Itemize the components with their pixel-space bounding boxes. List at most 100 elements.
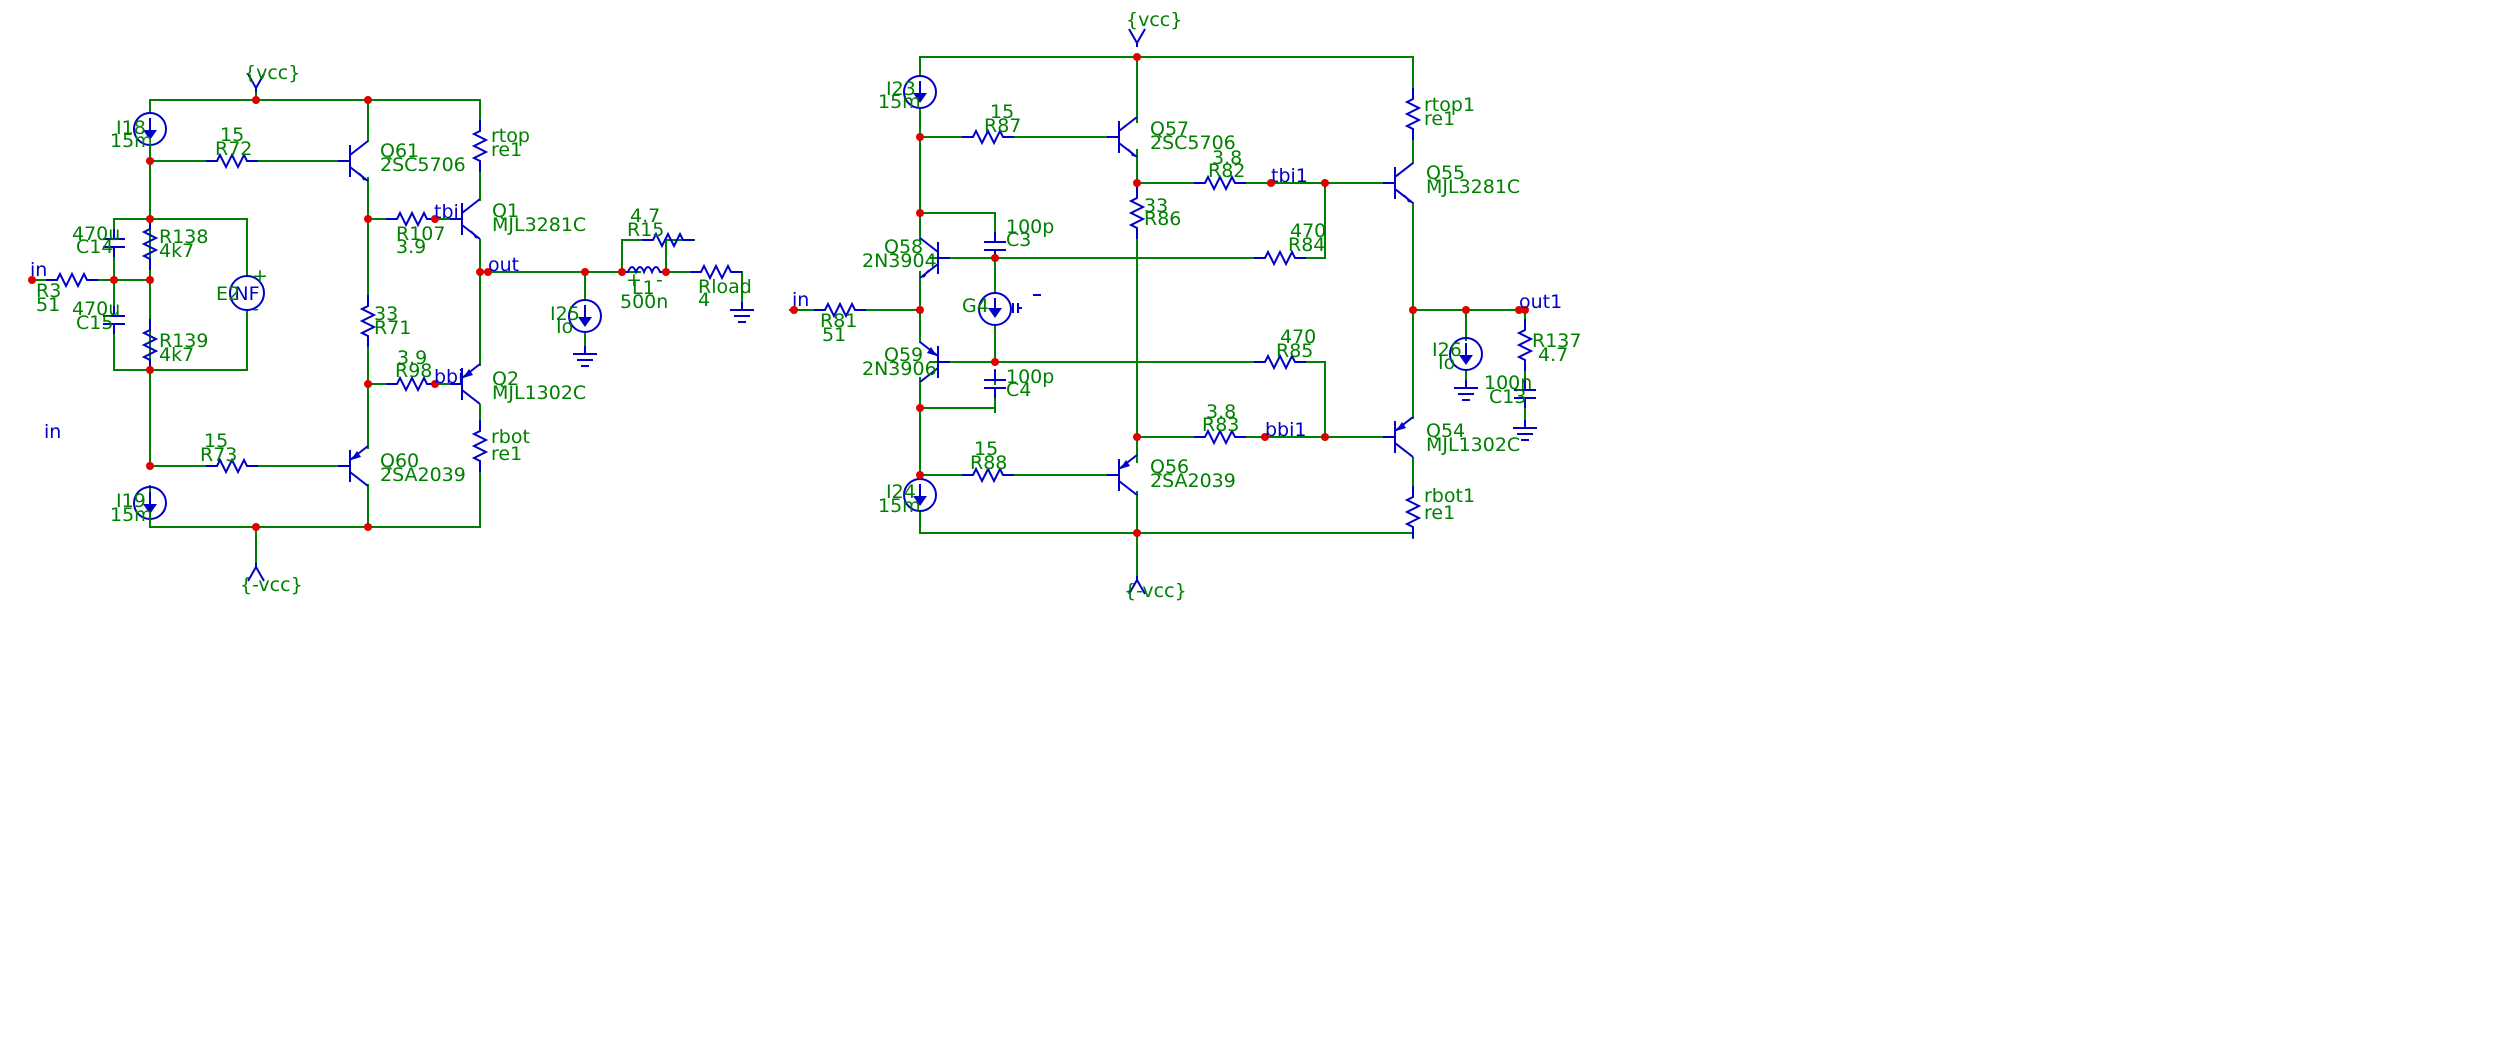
transistor-q54 (1382, 416, 1414, 458)
nf-source-e2: NF + - (229, 265, 268, 320)
label-r98: R98 (395, 360, 432, 382)
left-circuit: NF + - + - (28, 62, 755, 596)
label-q59: Q59 (884, 344, 923, 366)
net-label-bbi: bbi (434, 366, 463, 388)
net-label-tbi: tbi (434, 201, 459, 223)
value-r3: 51 (36, 294, 60, 316)
resistor-r86 (1130, 186, 1144, 240)
model-q61: 2SC5706 (380, 154, 466, 176)
label-q57: Q57 (1150, 118, 1189, 140)
label-l1: L1 (632, 277, 655, 299)
inductor-l1: + - (622, 266, 666, 291)
svg-text:+: + (626, 269, 642, 291)
svg-text:-: - (656, 269, 663, 291)
vee-label-right: {-vcc} (1124, 580, 1187, 602)
label-rtop1: rtop1 (1424, 94, 1475, 116)
label-r71: R71 (374, 317, 411, 339)
net-label-in: in (30, 259, 47, 281)
value-r81: 51 (822, 324, 846, 346)
label-q1: Q1 (492, 200, 519, 222)
model-q55: MJL3281C (1426, 176, 1520, 198)
value-r72: 15 (220, 124, 244, 146)
label-q60: Q60 (380, 450, 419, 472)
label-c15: C15 (76, 312, 113, 334)
value-c13: 100n (1484, 372, 1532, 394)
label-q61: Q61 (380, 140, 419, 162)
net-label-out: out (488, 254, 519, 276)
value-r107: 3.9 (396, 236, 426, 258)
resistor-r137 (1518, 318, 1532, 372)
net-label-in-2: in (44, 421, 61, 443)
label-rtop: rtop (491, 125, 530, 147)
model-q58: 2N3904 (862, 250, 937, 272)
label-r86: R86 (1144, 208, 1181, 230)
label-rbot: rbot (491, 426, 530, 448)
label-q54: Q54 (1426, 420, 1465, 442)
net-label-in-right: in (792, 289, 809, 311)
value-c14: 470u (72, 223, 120, 245)
label-r83: R83 (1202, 414, 1239, 436)
value-rbot1: re1 (1424, 502, 1455, 524)
value-r87: 15 (990, 101, 1014, 123)
value-r82: 3.8 (1212, 147, 1242, 169)
value-i23: 15m (878, 91, 921, 113)
label-r138: R138 (159, 226, 208, 248)
transistor-q55 (1382, 162, 1414, 204)
label-r88: R88 (970, 452, 1007, 474)
vccs-g4 (978, 292, 1041, 326)
label-r82: R82 (1208, 160, 1245, 182)
transistor-q61 (337, 140, 369, 182)
resistor-rbot1 (1406, 485, 1420, 539)
value-c3: 100p (1006, 216, 1054, 238)
value-r86: 33 (1144, 195, 1168, 217)
transistor-q60 (337, 445, 369, 487)
value-i24: 15m (878, 495, 921, 517)
label-q58: Q58 (884, 236, 923, 258)
value-r73: 15 (204, 430, 228, 452)
value-r15: 4.7 (630, 205, 660, 227)
label-r85: R85 (1276, 340, 1313, 362)
ground-i26 (1453, 379, 1479, 401)
value-r84: 470 (1290, 220, 1326, 242)
value-rtop: re1 (491, 139, 522, 161)
label-i23: I23 (886, 78, 916, 100)
label-q56: Q56 (1150, 456, 1189, 478)
label-c13: C13 (1489, 386, 1526, 408)
label-r73: R73 (200, 444, 237, 466)
net-label-bbi1: bbi1 (1265, 419, 1307, 441)
vcc-label-right: {vcc} (1126, 9, 1182, 31)
label-q2: Q2 (492, 368, 519, 390)
label-rbot1: rbot1 (1424, 485, 1475, 507)
label-r139: R139 (159, 330, 208, 352)
label-c14: C14 (76, 236, 113, 258)
label-r81: R81 (820, 310, 857, 332)
resistor-rtop (473, 119, 487, 173)
value-r139: 4k7 (159, 344, 194, 366)
net-label-tbi1: tbi1 (1271, 165, 1308, 187)
label-g4: G4 (962, 295, 989, 317)
value-r71: 33 (374, 303, 398, 325)
label-r3: R3 (36, 280, 61, 302)
value-i26: Io (1438, 352, 1455, 374)
value-r138: 4k7 (159, 240, 194, 262)
value-r85: 470 (1280, 326, 1316, 348)
label-q55: Q55 (1426, 162, 1465, 184)
label-i24: I24 (886, 481, 916, 503)
model-q59: 2N3906 (862, 358, 937, 380)
value-i18: 15m (110, 130, 153, 152)
ground-i25 (572, 345, 598, 367)
transistor-q57 (1106, 116, 1138, 158)
transistor-q56 (1106, 454, 1138, 496)
model-q60: 2SA2039 (380, 464, 466, 486)
label-r137: R137 (1532, 330, 1581, 352)
value-rload: 4 (698, 289, 710, 311)
value-rbot: re1 (491, 443, 522, 465)
right-junctions (790, 53, 1529, 537)
label-i18: I18 (116, 117, 146, 139)
net-label-out1: out1 (1519, 291, 1562, 313)
value-i25: Io (556, 316, 573, 338)
label-i19: I19 (116, 490, 146, 512)
label-i26: I26 (1432, 339, 1462, 361)
label-i25: I25 (550, 303, 580, 325)
